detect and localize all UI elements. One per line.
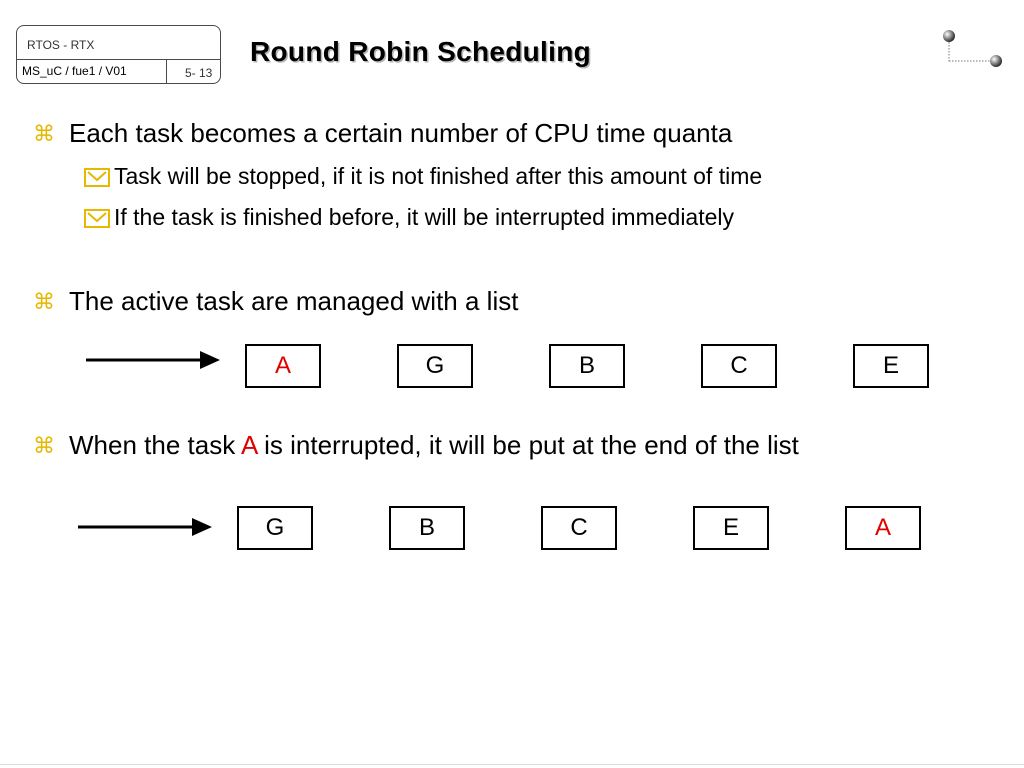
command-key-icon: ⌘ xyxy=(33,432,55,458)
sub-bullet-text: Task will be stopped, if it is not finis… xyxy=(114,163,763,189)
sub-bullet-stopped: Task will be stopped, if it is not finis… xyxy=(84,163,762,190)
footer-divider xyxy=(0,764,1024,765)
task-box: A xyxy=(845,506,921,550)
task-box: G xyxy=(397,344,473,388)
task-box: C xyxy=(541,506,617,550)
header-divider xyxy=(17,59,220,60)
spheres-logo-icon xyxy=(943,30,1002,67)
bullet-text: When the task A is interrupted, it will … xyxy=(69,430,799,460)
sub-bullet-text: If the task is finished before, it will … xyxy=(114,204,735,230)
task-box: C xyxy=(701,344,777,388)
task-box: G xyxy=(237,506,313,550)
module-id: MS_uC / fue1 / V01 xyxy=(22,64,127,78)
bullet-active-list: ⌘ The active task are managed with a lis… xyxy=(33,286,518,317)
task-box: B xyxy=(549,344,625,388)
bullet-text: Each task becomes a certain number of CP… xyxy=(69,118,733,148)
task-box: E xyxy=(853,344,929,388)
command-key-icon: ⌘ xyxy=(33,288,55,314)
checkbox-checked-icon xyxy=(84,208,110,228)
checkbox-checked-icon xyxy=(84,167,110,187)
course-name: RTOS - RTX xyxy=(27,38,95,52)
command-key-icon: ⌘ xyxy=(33,120,55,146)
arrow-right-icon xyxy=(78,518,212,536)
task-box: A xyxy=(245,344,321,388)
slide-header-box: RTOS - RTX MS_uC / fue1 / V01 5- 13 xyxy=(16,25,221,84)
page-number: 5- 13 xyxy=(185,66,213,80)
task-box: E xyxy=(693,506,769,550)
task-box: B xyxy=(389,506,465,550)
arrow-right-icon xyxy=(86,351,220,369)
bullet-interrupted-end: ⌘ When the task A is interrupted, it wil… xyxy=(33,430,799,461)
header-divider-vertical xyxy=(166,59,167,83)
sub-bullet-interrupted: If the task is finished before, it will … xyxy=(84,204,734,231)
slide-title: Round Robin Scheduling xyxy=(250,36,592,67)
highlighted-task: A xyxy=(240,430,257,460)
bullet-text: The active task are managed with a list xyxy=(69,286,519,316)
bullet-cpu-quanta: ⌘ Each task becomes a certain number of … xyxy=(33,118,732,149)
